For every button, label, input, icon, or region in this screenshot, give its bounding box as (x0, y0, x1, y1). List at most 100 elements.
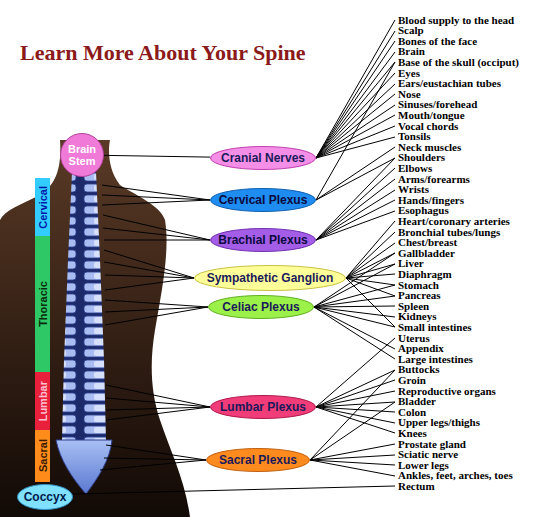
node-ellipse (211, 147, 316, 170)
node-label: Coccyx (24, 491, 67, 504)
node-text-wrap: Thoracic (35, 236, 50, 372)
brain-stem-circle: Brain Stem (60, 133, 104, 177)
body-part-label: Ankles, feet, arches, toes (398, 469, 513, 481)
body-part-label: Small intestines (398, 321, 472, 333)
node-text-wrap: Brain Stem (60, 133, 104, 177)
node-text-wrap: Coccyx (17, 484, 73, 510)
node-text-wrap: Cranial Nerves (210, 146, 316, 170)
body-part-label: Wrists (398, 183, 429, 195)
body-part-label: Spleen (398, 300, 429, 312)
body-part-label: Gallbladder (398, 247, 455, 259)
body-part-label: Kidneys (398, 310, 437, 322)
node-label: Celiac Plexus (222, 301, 299, 314)
body-part-label: Elbows (398, 162, 432, 174)
nerve-lines (100, 185, 210, 470)
vertebral-column (62, 172, 106, 440)
node-text-wrap: Brachial Plexus (210, 228, 316, 252)
body-part-label: Bronchial tubes/lungs (398, 226, 500, 238)
body-part-label: Uterus (398, 332, 430, 344)
body-part-label: Bones of the face (398, 35, 477, 47)
region-band: Lumbar (35, 372, 50, 430)
plexus-oval: Lumbar Plexus (210, 395, 316, 419)
body-part-label: Scalp (398, 24, 424, 36)
region-band: Thoracic (35, 236, 50, 372)
node-text-wrap: Sacral (35, 430, 50, 482)
node-ellipse (207, 449, 310, 472)
body-part-label: Stomach (398, 279, 439, 291)
node-ellipse (211, 229, 316, 252)
region-band: Sacral (35, 430, 50, 482)
node-ellipse (211, 396, 316, 419)
body-part-label: Blood supply to the head (398, 14, 514, 26)
body-part-label: Sinuses/forehead (398, 98, 477, 110)
body-part-label: Heart/coronary arteries (398, 215, 510, 227)
body-part-label: Buttocks (398, 363, 440, 375)
plexus-oval: Sacral Plexus (206, 448, 310, 472)
body-part-label: Upper legs/thighs (398, 416, 480, 428)
body-part-label: Ears/eustachian tubes (398, 77, 501, 89)
node-label: Lumbar Plexus (220, 401, 306, 414)
node-text-wrap: Sacral Plexus (206, 448, 310, 472)
back-silhouette (0, 140, 190, 517)
body-part-label: Vocal chords (398, 120, 458, 132)
diagram-title: Learn More About Your Spine (20, 40, 306, 66)
leader-lines (73, 20, 395, 494)
region-label: Sacral (37, 439, 49, 472)
node-text-wrap: Cervical (35, 178, 50, 236)
body-part-label: Chest/breast (398, 236, 457, 248)
body-part-label: Appendix (398, 342, 444, 354)
node-text-wrap: Celiac Plexus (208, 295, 314, 319)
node-ellipse (211, 189, 316, 212)
body-part-label: Diaphragm (398, 268, 452, 280)
body-part-label: Nose (398, 88, 421, 100)
sacrum (56, 440, 112, 494)
coccyx-oval: Coccyx (17, 484, 73, 510)
plexus-oval: Cranial Nerves (210, 146, 316, 170)
node-label: Cranial Nerves (221, 152, 305, 165)
region-label: Lumbar (37, 381, 49, 421)
plexus-oval: Sympathetic Ganglion (194, 265, 346, 291)
body-part-label: Arms/forearms (398, 173, 470, 185)
node-text-wrap: Cervical Plexus (210, 188, 316, 212)
node-text-wrap: Lumbar Plexus (210, 395, 316, 419)
node-text-wrap: Sympathetic Ganglion (194, 265, 346, 291)
body-part-label: Groin (398, 374, 426, 386)
node-label: Cervical Plexus (219, 194, 308, 207)
body-part-label: Colon (398, 406, 426, 418)
body-part-label: Lower legs (398, 459, 449, 471)
body-part-label: Neck muscles (398, 141, 461, 153)
region-band: Cervical (35, 178, 50, 236)
body-part-label: Shoulders (398, 151, 445, 163)
node-ellipse (209, 296, 314, 319)
nerve-connector (104, 155, 210, 157)
body-part-label: Eyes (398, 67, 420, 79)
node-text-wrap: Lumbar (35, 372, 50, 430)
body-part-label: Hands/fingers (398, 194, 464, 206)
body-part-label: Mouth/tongue (398, 109, 465, 121)
body-part-label: Brain (398, 45, 425, 57)
body-part-label: Pancreas (398, 289, 441, 301)
body-part-label: Tonsils (398, 130, 431, 142)
node-ellipse (61, 134, 104, 177)
region-label: Thoracic (37, 281, 49, 327)
body-part-label: Base of the skull (occiput) (398, 56, 519, 68)
plexus-oval: Brachial Plexus (210, 228, 316, 252)
body-part-label: Knees (398, 427, 427, 439)
body-part-label: Sciatic nerve (398, 448, 458, 460)
body-part-label: Large intestines (398, 353, 473, 365)
plexus-oval: Celiac Plexus (208, 295, 314, 319)
region-label: Cervical (37, 186, 49, 229)
body-part-label: Bladder (398, 395, 436, 407)
body-part-label: Reproductive organs (398, 385, 496, 397)
node-label: Sympathetic Ganglion (207, 272, 334, 285)
body-part-label: Esophagus (398, 204, 449, 216)
node-ellipse (18, 485, 73, 510)
body-part-label: Liver (398, 257, 424, 269)
body-part-label: Prostate gland (398, 438, 466, 450)
node-label: Sacral Plexus (219, 454, 297, 467)
node-label: Brachial Plexus (218, 234, 307, 247)
node-label: Brain Stem (60, 143, 104, 167)
plexus-oval: Cervical Plexus (210, 188, 316, 212)
body-part-label: Rectum (398, 480, 435, 492)
